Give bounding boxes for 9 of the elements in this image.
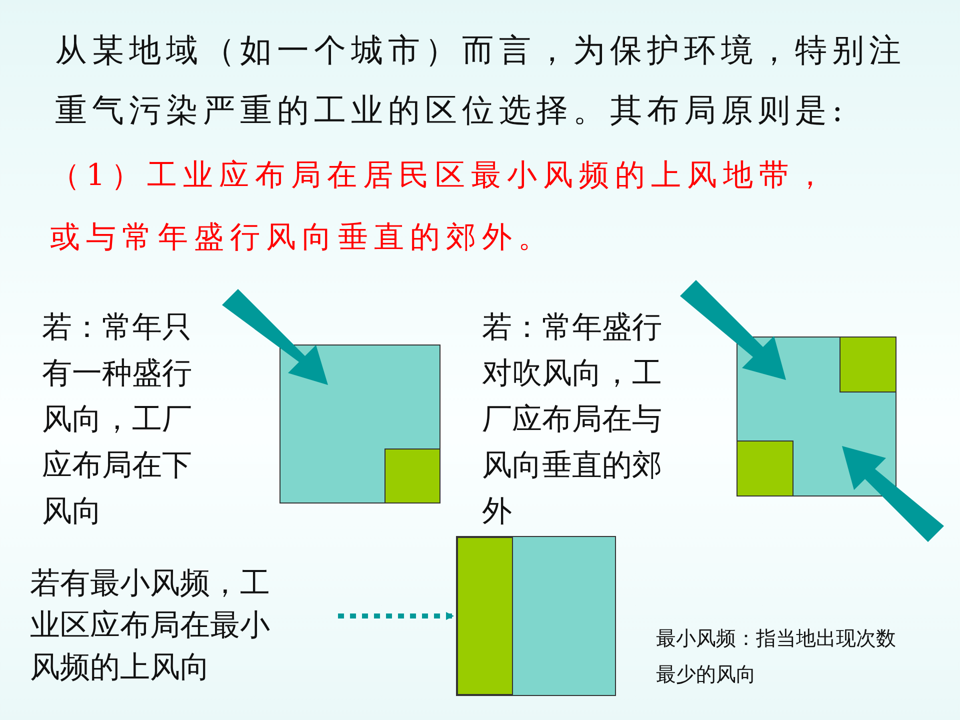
- principle-text: （1）工业应布局在居民区最小风频的上风地带，或与常年盛行风向垂直的郊外。: [50, 157, 832, 257]
- dotted-arrow: [338, 612, 454, 620]
- case-text: 若有最小风频，工业区应布局在最小风频的上风向: [30, 563, 292, 689]
- case-text: 若：常年只有一种盛行风向，工厂应布局在下风向: [42, 309, 193, 531]
- industrial-zone-bar: [457, 537, 513, 695]
- note-text: 最小风频：指当地出现次数最少的风向: [656, 625, 897, 688]
- intro-paragraph: 从某地域（如一个城市）而言，为保护环境，特别注重气污染严重的工业的区位选择。其布局原则是:: [55, 30, 907, 131]
- case-text: 若：常年盛行对吹风向，工厂应布局在与风向垂直的郊外: [482, 309, 663, 531]
- city-square: [456, 536, 616, 696]
